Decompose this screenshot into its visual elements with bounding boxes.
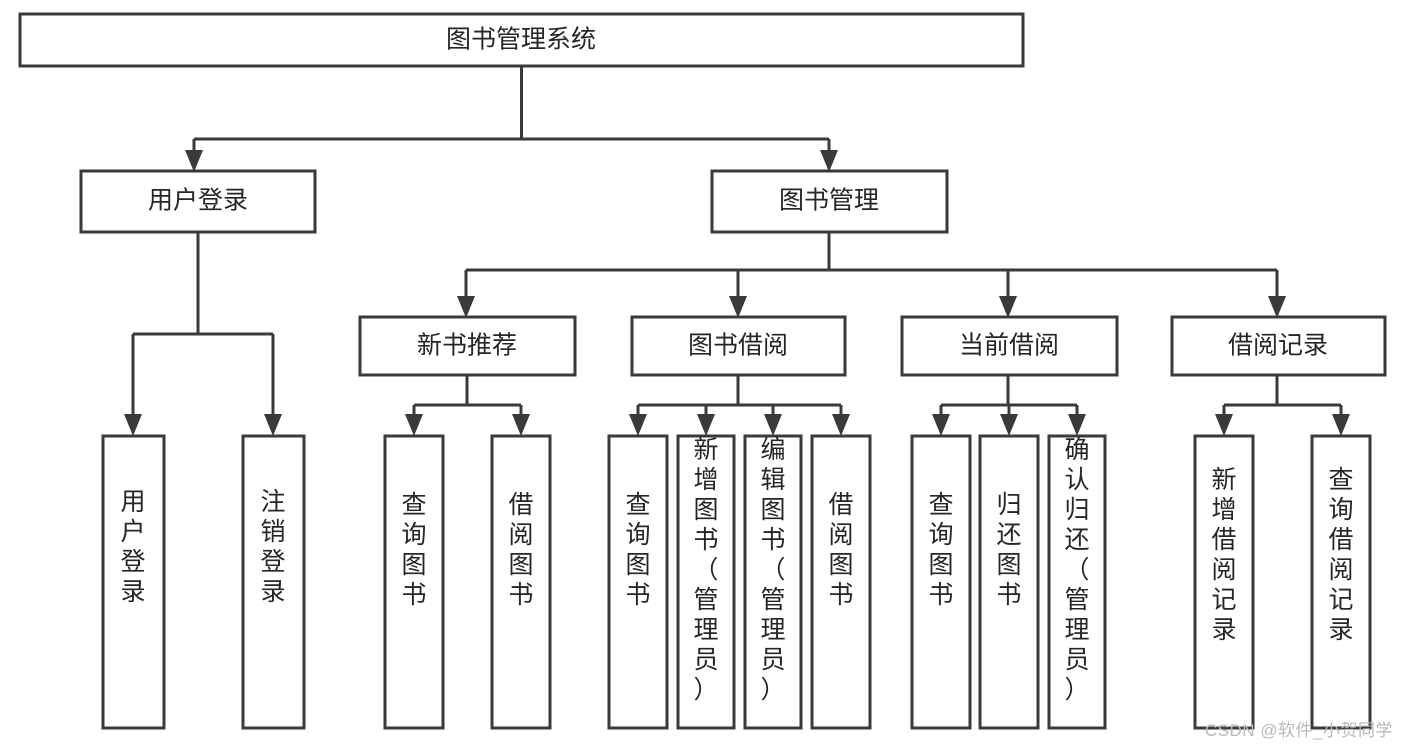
leaf-query-borrow-record-label: 查询借阅记录 (1328, 466, 1353, 644)
arrow-head-icon (629, 414, 647, 436)
arrow-head-icon (1332, 414, 1350, 436)
leaf-add-borrow-record-label: 新增借阅记录 (1211, 466, 1236, 644)
leaf-current-return[interactable]: 归还图书 (978, 434, 1040, 730)
node-book-management[interactable]: 图书管理 (710, 169, 949, 234)
leaf-book-borrow-action-label: 借阅图书 (828, 491, 853, 609)
arrow-head-icon (185, 150, 203, 172)
leaf-user-login[interactable]: 用户登录 (101, 434, 166, 730)
arrow-head-icon (1215, 414, 1233, 436)
leaf-confirm-return-admin-label: 确认归还（管理员） (1064, 436, 1089, 704)
node-borrow-record-label: 借阅记录 (1228, 332, 1328, 360)
leaf-new-book-borrow-label: 借阅图书 (508, 491, 533, 609)
arrow-head-icon (1068, 414, 1086, 436)
arrow-head-icon (820, 150, 838, 172)
leaf-new-book-borrow[interactable]: 借阅图书 (490, 434, 552, 730)
arrow-head-icon (405, 414, 423, 436)
leaf-query-borrow-record[interactable]: 查询借阅记录 (1310, 434, 1372, 730)
node-user-login-label: 用户登录 (148, 187, 248, 215)
leaf-user-login-label: 用户登录 (120, 488, 145, 606)
leaf-add-borrow-record[interactable]: 新增借阅记录 (1193, 434, 1255, 730)
node-current-borrow[interactable]: 当前借阅 (900, 315, 1119, 377)
leaf-new-book-query-label: 查询图书 (401, 491, 426, 609)
arrow-head-icon (1000, 414, 1018, 436)
leaf-book-edit-admin-label: 编辑图书（管理员） (760, 436, 785, 704)
leaf-new-book-query[interactable]: 查询图书 (383, 434, 445, 730)
node-new-book-recommend[interactable]: 新书推荐 (358, 315, 577, 377)
arrow-head-icon (932, 414, 950, 436)
node-current-borrow-label: 当前借阅 (959, 332, 1059, 360)
leaf-book-borrow-action[interactable]: 借阅图书 (810, 434, 872, 730)
leaf-book-borrow-query[interactable]: 查询图书 (607, 434, 669, 730)
arrow-head-icon (832, 414, 850, 436)
leaf-current-query[interactable]: 查询图书 (910, 434, 972, 730)
leaf-book-add-admin[interactable]: 新增图书（管理员） (676, 434, 736, 730)
leaf-user-logout[interactable]: 注销登录 (241, 434, 306, 730)
leaf-current-return-label: 归还图书 (996, 491, 1021, 609)
node-new-book-recommend-label: 新书推荐 (417, 332, 517, 360)
arrow-head-icon (1268, 296, 1286, 318)
node-root[interactable]: 图书管理系统 (18, 12, 1025, 68)
arrow-head-icon (264, 414, 282, 436)
leaf-book-edit-admin[interactable]: 编辑图书（管理员） (743, 434, 803, 730)
arrow-head-icon (764, 414, 782, 436)
leaf-current-query-label: 查询图书 (928, 491, 953, 609)
arrow-head-icon (729, 296, 747, 318)
node-root-label: 图书管理系统 (446, 26, 596, 54)
arrow-head-icon (457, 296, 475, 318)
leaf-confirm-return-admin[interactable]: 确认归还（管理员） (1047, 434, 1107, 730)
leaf-book-borrow-query-label: 查询图书 (625, 491, 650, 609)
node-book-management-label: 图书管理 (779, 187, 879, 215)
node-book-borrow[interactable]: 图书借阅 (630, 315, 847, 377)
connector-layer (124, 66, 1350, 436)
leaf-book-add-admin-label: 新增图书（管理员） (693, 436, 718, 704)
node-book-borrow-label: 图书借阅 (688, 332, 788, 360)
arrow-head-icon (512, 414, 530, 436)
node-borrow-record[interactable]: 借阅记录 (1170, 315, 1387, 377)
arrow-head-icon (697, 414, 715, 436)
arrow-head-icon (999, 296, 1017, 318)
arrow-head-icon (124, 414, 142, 436)
leaf-user-logout-label: 注销登录 (260, 488, 285, 606)
node-user-login[interactable]: 用户登录 (79, 169, 317, 234)
